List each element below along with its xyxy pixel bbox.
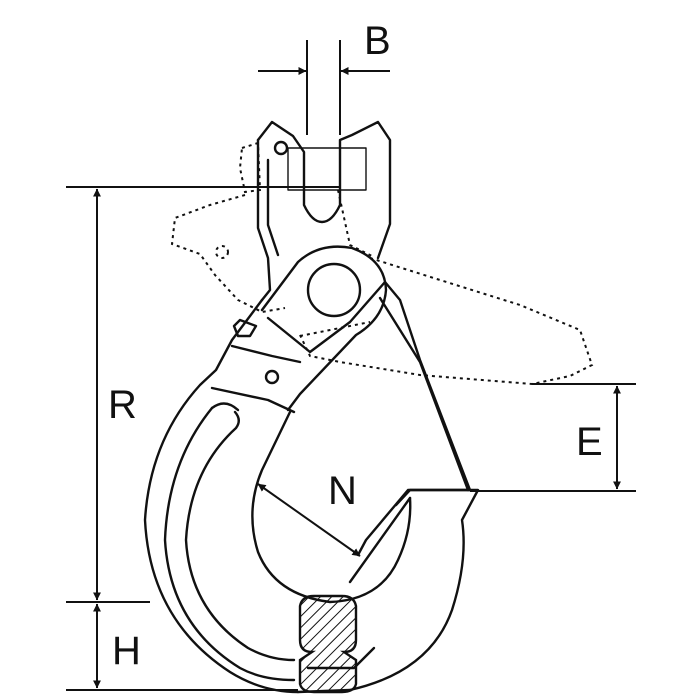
throat-edge	[348, 496, 412, 584]
open-latch-outline	[299, 257, 594, 386]
open-latch-connector	[299, 321, 371, 337]
chain-link-hatch	[298, 594, 358, 694]
open-latch-bracket	[238, 141, 262, 194]
hook-tip-outer	[348, 488, 480, 692]
shoulder-band	[210, 386, 296, 414]
open-position-outline	[170, 141, 594, 386]
dimension-lines	[66, 40, 636, 691]
dimension-labels: B R E N H	[108, 19, 603, 673]
clevis-pin-hole	[273, 140, 289, 156]
label-n: N	[328, 469, 357, 513]
label-e: E	[576, 420, 603, 464]
chain-link-section	[298, 594, 358, 694]
hook-outer-contour	[143, 298, 300, 694]
lever-body	[260, 245, 388, 412]
open-latch-edge	[337, 189, 373, 257]
latch-gate-inner	[378, 296, 470, 492]
clevis-left-leg	[256, 138, 272, 302]
dim-n-arrow	[257, 483, 361, 557]
hook-inner-groove	[184, 410, 296, 662]
hook-inner-groove-2	[210, 402, 240, 412]
clevis-fork	[256, 120, 392, 260]
latch-gate	[266, 280, 472, 507]
label-h: H	[112, 629, 141, 673]
lever-pivot-outer	[306, 262, 362, 318]
trigger-pin	[232, 318, 258, 338]
label-b: B	[364, 19, 391, 63]
label-r: R	[108, 383, 137, 427]
hook-inner-groove-3	[163, 406, 296, 682]
shoulder-rivet	[264, 369, 280, 385]
shank-eye-rect	[287, 147, 367, 191]
clevis-inner-left	[266, 158, 280, 257]
open-lever-hole	[215, 245, 229, 259]
shoulder-band-2	[230, 344, 302, 364]
